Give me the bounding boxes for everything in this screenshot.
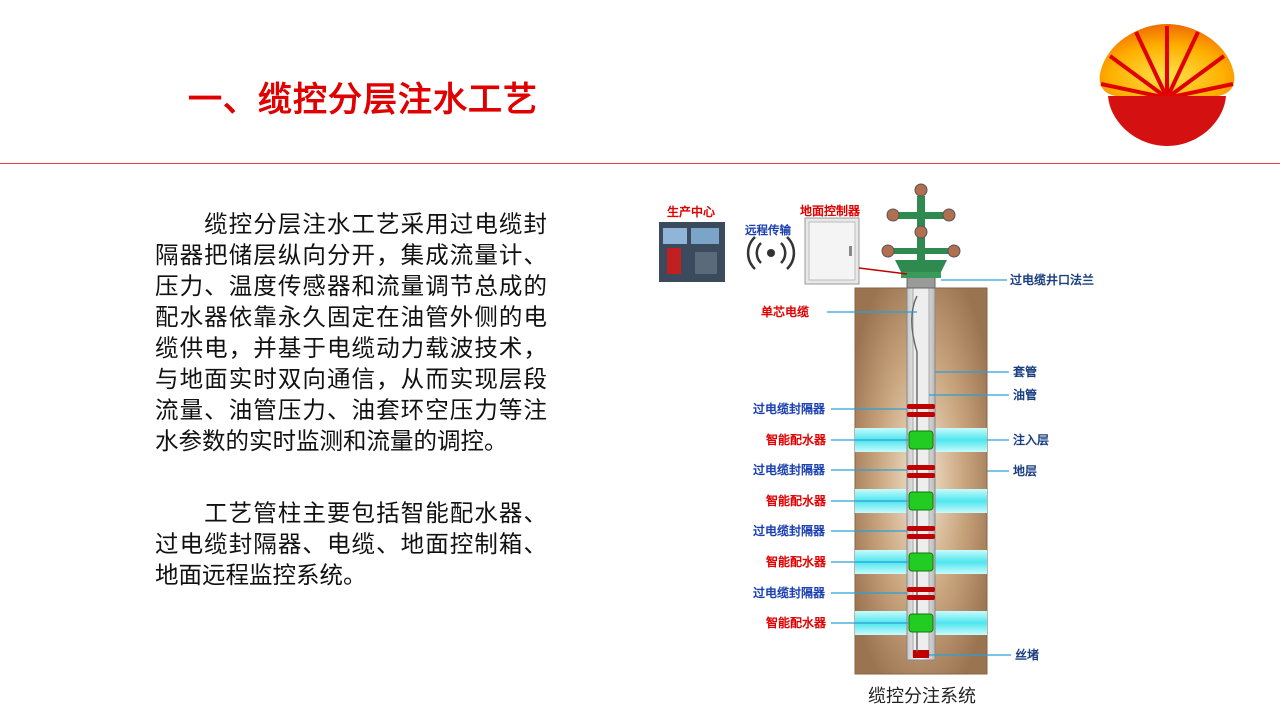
label-packer-1: 过电缆封隔器 (753, 401, 826, 416)
label-water-distributor-2: 智能配水器 (765, 493, 827, 508)
tubing (912, 285, 930, 657)
body-paragraph-2: 工艺管柱主要包括智能配水器、过电缆封隔器、电缆、地面控制箱、地面远程监控系统。 (155, 498, 547, 591)
packer-2 (907, 465, 935, 470)
distributor-3 (908, 552, 934, 572)
label-formation: 地层 (1013, 463, 1037, 478)
label-remote-transmission: 远程传输 (745, 223, 791, 237)
plug (913, 650, 929, 658)
label-packer-2: 过电缆封隔器 (753, 462, 826, 477)
distributor-1 (908, 430, 934, 450)
distributor-4 (908, 613, 934, 633)
title-divider (0, 163, 1280, 164)
cable-line (911, 295, 918, 652)
label-water-distributor-3: 智能配水器 (765, 554, 827, 569)
label-plug: 丝堵 (1015, 647, 1039, 662)
label-packer-3: 过电缆封隔器 (753, 523, 826, 538)
packer-1 (907, 404, 935, 409)
company-logo (1099, 24, 1235, 146)
slide-title: 一、缆控分层注水工艺 (188, 80, 538, 120)
ground-controller-box (804, 217, 860, 285)
label-ground-controller: 地面控制器 (800, 203, 861, 218)
label-injection-layer: 注入层 (1013, 432, 1049, 447)
cable-control-injection-diagram: 生产中心 远程传输 地面控制器 单芯电缆 过电缆封隔器 智能配水器 过电缆封隔器… (659, 183, 1094, 675)
packer-3 (907, 526, 935, 531)
packer-4 (907, 587, 935, 592)
label-wellhead-flange: 过电缆井口法兰 (1010, 272, 1094, 287)
label-single-core-cable: 单芯电缆 (761, 304, 809, 319)
label-water-distributor-1: 智能配水器 (765, 432, 827, 447)
production-center-photo (659, 222, 725, 282)
diagram-caption: 缆控分注系统 (868, 686, 976, 707)
body-paragraph-1: 缆控分层注水工艺采用过电缆封隔器把储层纵向分开，集成流量计、压力、温度传感器和流… (155, 209, 547, 457)
paragraph-1-text: 缆控分层注水工艺采用过电缆封隔器把储层纵向分开，集成流量计、压力、温度传感器和流… (155, 210, 547, 455)
paragraph-2-text: 工艺管柱主要包括智能配水器、过电缆封隔器、电缆、地面控制箱、地面远程监控系统。 (155, 499, 547, 589)
label-casing: 套管 (1012, 364, 1037, 379)
label-tubing: 油管 (1013, 387, 1037, 402)
packers (907, 404, 935, 600)
label-water-distributor-4: 智能配水器 (765, 615, 827, 630)
controller-to-wellhead-cable (858, 267, 908, 275)
label-packer-4: 过电缆封隔器 (753, 585, 826, 600)
label-production-center: 生产中心 (667, 204, 715, 219)
wellhead (881, 183, 961, 289)
wireless-icon (746, 236, 796, 270)
distributor-2 (908, 491, 934, 511)
